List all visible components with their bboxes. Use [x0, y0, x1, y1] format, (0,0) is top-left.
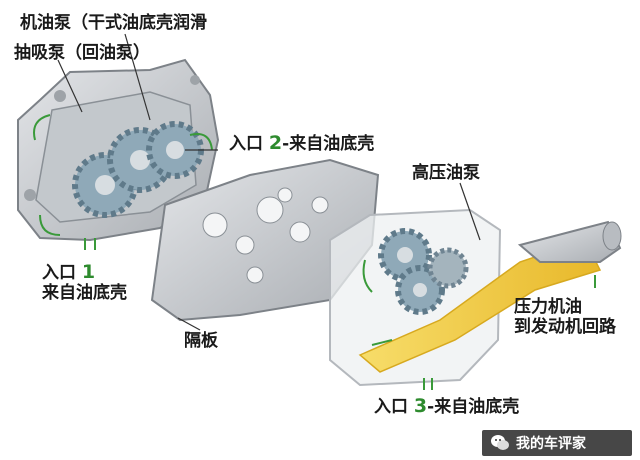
- inlet-2-suffix: -来自油底壳: [282, 134, 375, 154]
- high-pressure-pump-text: 高压油泵: [412, 163, 480, 183]
- inlet-3-label: 入口 3-来自油底壳: [374, 395, 520, 418]
- outlet-pipe: [517, 220, 622, 263]
- partition-text: 隔板: [184, 331, 218, 351]
- pressure-oil-label: 压力机油 到发动机回路: [514, 297, 616, 337]
- scavenge-flow-arrows: [33, 114, 213, 250]
- inlet-3-number: 3: [413, 395, 428, 417]
- wechat-icon: [491, 435, 509, 450]
- inlet-3-prefix: 入口: [374, 397, 408, 417]
- inlet-3-suffix: -来自油底壳: [427, 397, 520, 417]
- pressure-oil-channel: [358, 239, 602, 373]
- inlet-1-label: 入口 1 来自油底壳: [42, 261, 127, 303]
- inlet-2-prefix: 入口: [229, 134, 263, 154]
- scavenge-pump-gears: [72, 121, 204, 218]
- high-pressure-flow-arrows: [362, 259, 596, 390]
- inlet-1-number: 1: [81, 261, 96, 283]
- title-scavenge-pump: 抽吸泵（回油泵）: [14, 43, 150, 64]
- inlet-1-prefix: 入口: [42, 263, 76, 283]
- pressure-oil-line2: 到发动机回路: [514, 316, 616, 337]
- pressure-oil-line1: 压力机油: [514, 297, 582, 317]
- inlet-2-number: 2: [268, 132, 283, 154]
- title-line1: 机油泵（干式油底壳润滑: [20, 13, 207, 33]
- leader-lines: [57, 33, 481, 331]
- partition-label: 隔板: [184, 331, 218, 352]
- high-pressure-pump-gears: [378, 228, 469, 315]
- high-pressure-pump-label: 高压油泵: [412, 163, 480, 184]
- partition-plate: [150, 158, 380, 322]
- watermark-badge: 我的车评家: [482, 430, 632, 456]
- title-oil-pump: 机油泵（干式油底壳润滑: [20, 13, 207, 34]
- title-line2: 抽吸泵（回油泵）: [14, 43, 150, 63]
- inlet-1-line2: 来自油底壳: [42, 282, 127, 303]
- watermark-text: 我的车评家: [516, 436, 586, 452]
- inlet-2-label: 入口 2-来自油底壳: [229, 132, 375, 155]
